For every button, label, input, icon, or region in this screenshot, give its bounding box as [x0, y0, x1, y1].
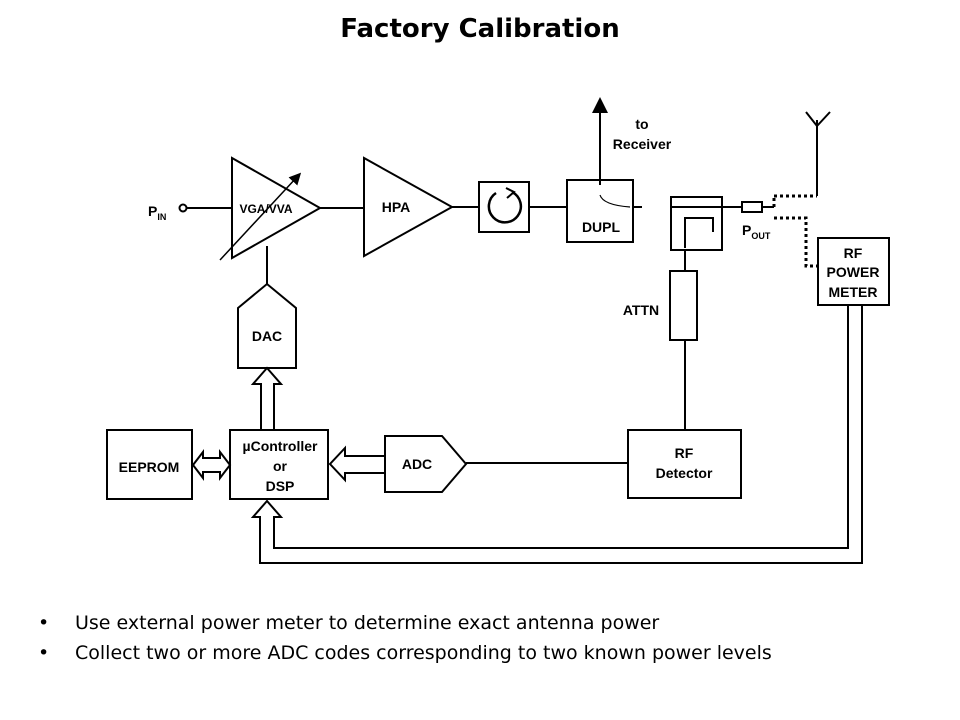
hpa-amplifier [363, 156, 455, 258]
hpa-label: HPA [382, 199, 411, 215]
rf-power-meter-line2: POWER [827, 264, 880, 280]
rf-power-meter-line3: METER [829, 284, 878, 300]
dupl-label: DUPL [582, 219, 621, 235]
coupler [670, 196, 723, 251]
variable-gain-arrow [219, 172, 302, 261]
dac-block [237, 282, 297, 369]
adc-label: ADC [402, 456, 432, 472]
controller-label-line2: or [273, 458, 288, 474]
eeprom-block [106, 429, 193, 500]
controller-to-dac-bus-arrow [250, 366, 284, 430]
to-label: to [635, 116, 648, 132]
circulator-arrow-icon [487, 190, 523, 224]
page-title: Factory Calibration [340, 14, 620, 44]
rf-detector-block [627, 429, 742, 499]
bullet-item: Use external power meter to determine ex… [38, 608, 772, 638]
vga-amplifier [231, 156, 323, 260]
pin-terminal [178, 203, 188, 213]
pout-label: POUT [742, 222, 771, 241]
adc-block [384, 435, 468, 493]
controller-label-line1: µController [243, 438, 319, 454]
receiver-label: Receiver [613, 136, 672, 152]
dac-label: DAC [252, 328, 282, 344]
rf-power-meter-line1: RF [844, 245, 863, 261]
eeprom-label: EEPROM [119, 459, 180, 475]
pin-label: PIN [148, 203, 166, 222]
rf-power-meter [817, 237, 890, 306]
vga-label: VGA/VVA [239, 202, 292, 216]
controller-label-line3: DSP [266, 478, 295, 494]
controller-block [229, 429, 329, 500]
rf-detector-line1: RF [675, 445, 694, 461]
eeprom-controller-bus-arrow [191, 449, 232, 481]
rf-detector-line2: Detector [656, 465, 713, 481]
antenna-icon [805, 111, 831, 128]
block-diagram: PIN VGA/VVA HPA DUPL to Receiver POUT RF… [106, 97, 890, 564]
attn-label: ATTN [623, 302, 659, 318]
pout-resistor [741, 201, 763, 213]
meter-feedback-outer [250, 305, 863, 564]
adc-to-controller-bus-arrow [328, 445, 385, 483]
bullet-item: Collect two or more ADC codes correspond… [38, 638, 772, 668]
bullet-list: Use external power meter to determine ex… [38, 608, 772, 668]
attenuator [669, 270, 698, 341]
